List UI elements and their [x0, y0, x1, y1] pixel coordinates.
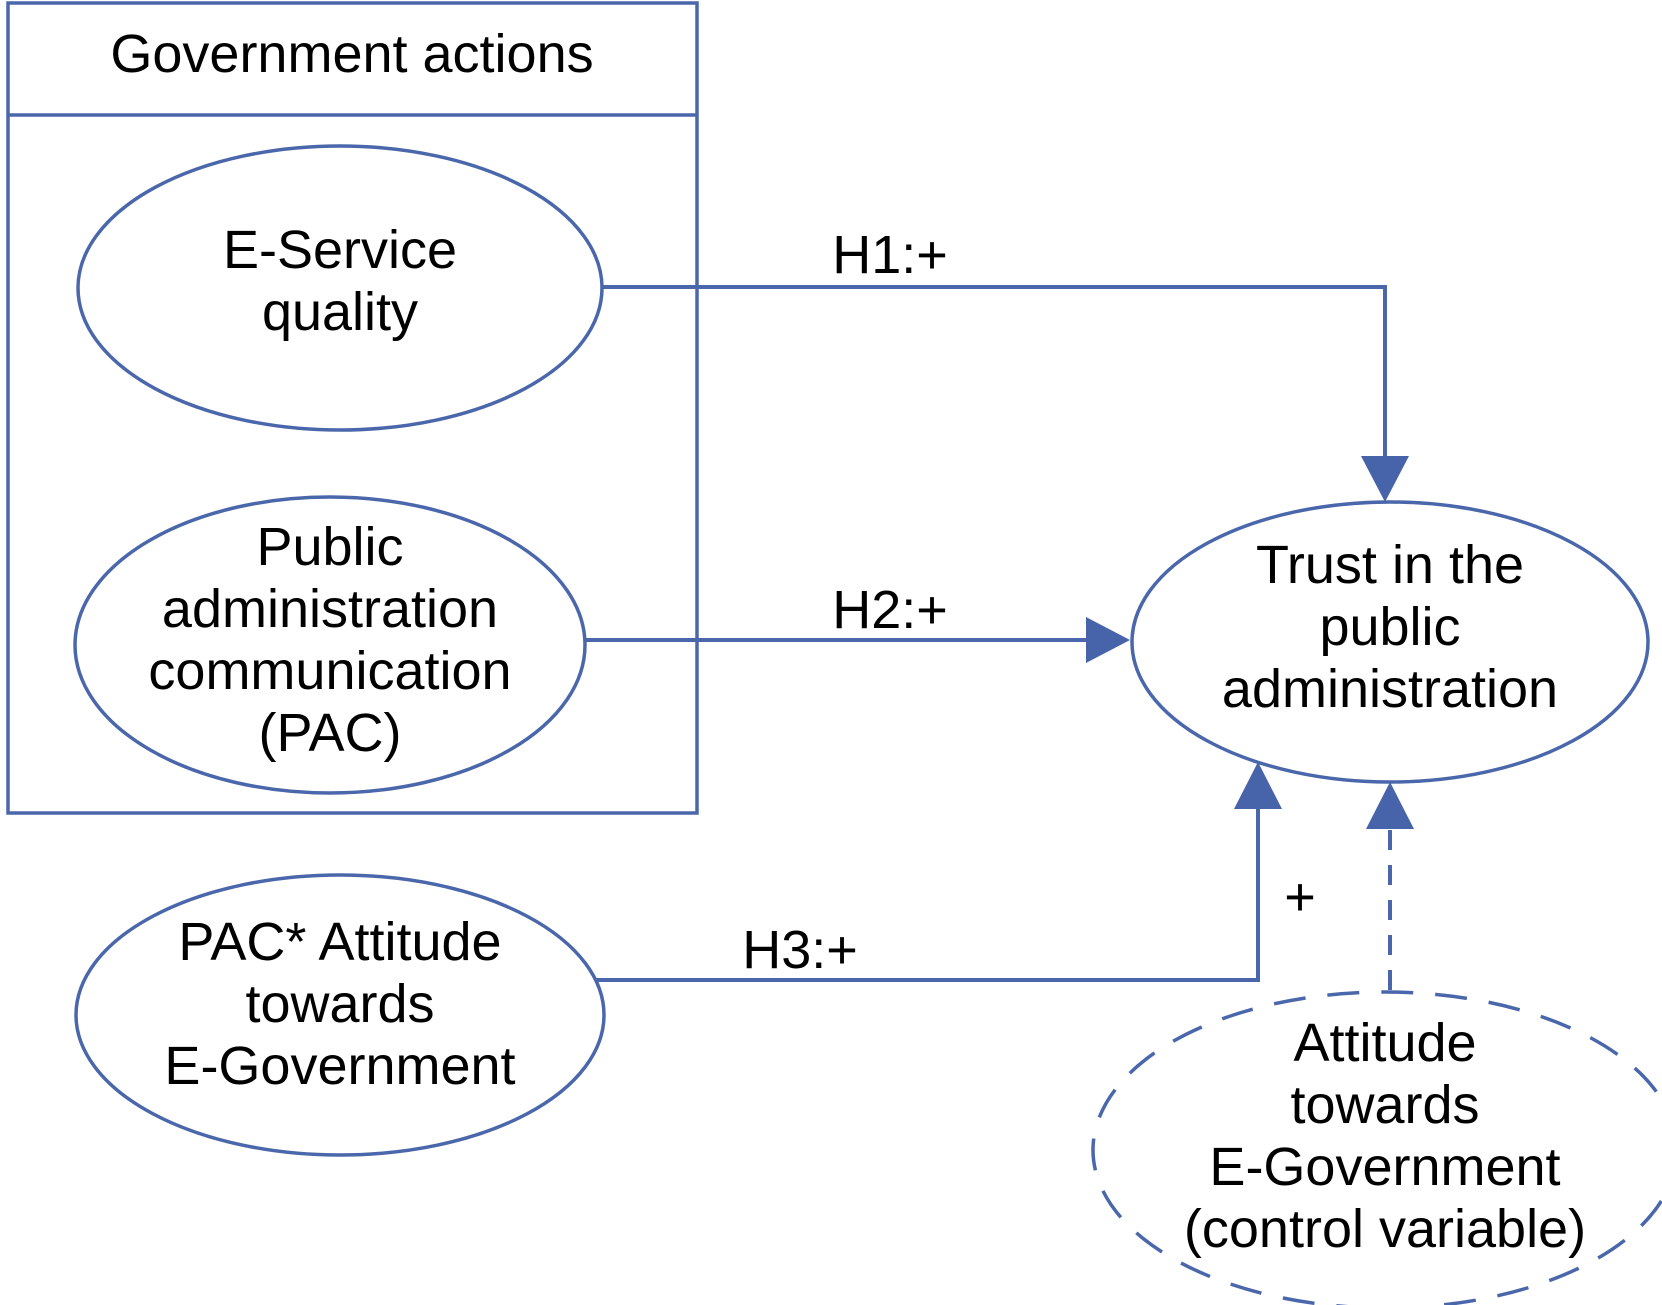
- node-pac: Public administration communication (PAC…: [73, 495, 587, 795]
- pac-attitude-label-line2: towards: [245, 974, 434, 1034]
- trust-label-line3: administration: [1222, 659, 1558, 719]
- h3-connector-line: [596, 806, 1260, 982]
- edge-h2: H2:+: [585, 580, 1130, 663]
- trust-label-line2: public: [1319, 597, 1460, 657]
- pac-label-line4: (PAC): [259, 703, 402, 763]
- pac-label-line3: communication: [148, 641, 511, 701]
- node-trust: Trust in the public administration: [1130, 500, 1650, 784]
- attitude-control-label-line1: Attitude: [1293, 1013, 1476, 1073]
- node-eservice-quality: E-Service quality: [76, 144, 604, 432]
- h1-label: H1:+: [832, 225, 948, 285]
- h2-arrowhead-right-icon: [1086, 617, 1130, 663]
- pac-attitude-label-line1: PAC* Attitude: [178, 912, 501, 972]
- h3-arrowhead-up-icon: [1234, 762, 1282, 809]
- eservice-label-line1: E-Service: [223, 220, 457, 280]
- control-arrowhead-up-icon: [1366, 782, 1414, 829]
- control-plus-label: +: [1284, 867, 1316, 927]
- group-box-border: [6, 1, 699, 815]
- edge-h3: H3:+: [596, 762, 1282, 982]
- h1-connector-line: [602, 285, 1387, 458]
- trust-label-line1: Trust in the: [1256, 535, 1524, 595]
- pac-label-line2: administration: [162, 579, 498, 639]
- government-actions-group: Government actions: [6, 1, 699, 815]
- pac-attitude-label-line3: E-Government: [164, 1036, 515, 1096]
- edge-h1: H1:+: [602, 225, 1409, 502]
- node-attitude-control-variable: Attitude towards E-Government (control v…: [1091, 990, 1662, 1305]
- attitude-control-dashed-ellipse: [1091, 990, 1662, 1305]
- attitude-control-label-line2: towards: [1290, 1075, 1479, 1135]
- h3-label: H3:+: [742, 920, 858, 980]
- node-pac-attitude-interaction: PAC* Attitude towards E-Government: [74, 873, 606, 1157]
- group-box-title: Government actions: [110, 24, 593, 84]
- pac-ellipse: [73, 495, 587, 795]
- pac-attitude-ellipse: [74, 873, 606, 1157]
- attitude-control-label-line3: E-Government: [1209, 1137, 1560, 1197]
- h2-label: H2:+: [832, 580, 948, 640]
- h1-arrowhead-down-icon: [1361, 456, 1409, 502]
- attitude-control-note: (control variable): [1184, 1199, 1586, 1259]
- edge-control-variable: +: [1284, 782, 1414, 990]
- pac-label-line1: Public: [256, 517, 403, 577]
- eservice-label-line2: quality: [262, 282, 418, 342]
